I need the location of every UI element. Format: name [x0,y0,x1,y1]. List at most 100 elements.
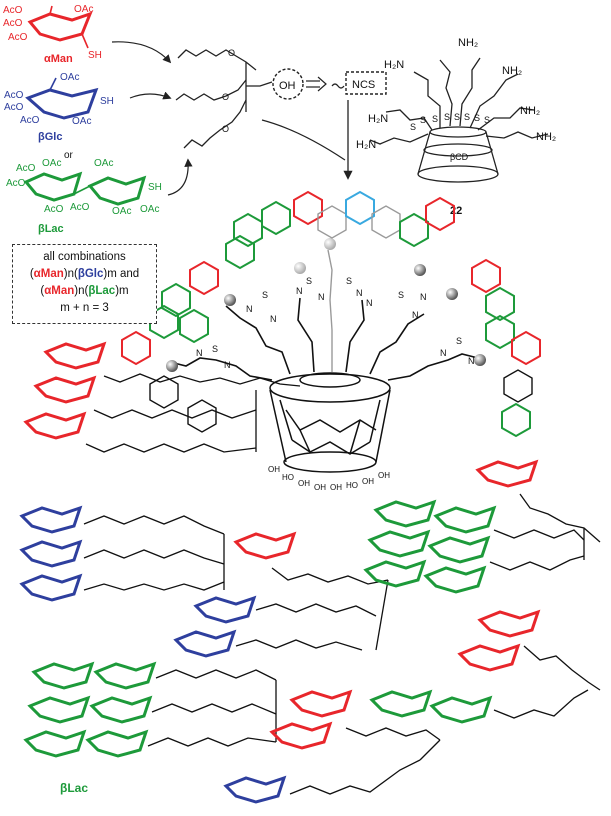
svg-text:S: S [432,114,438,124]
ncs-label: NCS [352,79,375,91]
glc-cluster [19,505,225,602]
svg-text:O: O [228,48,235,58]
combo-line-2: (αMan)n(βGlc)m and [29,268,140,280]
glc-group-2: AcO [4,90,24,101]
rim-oh-2: OH [298,479,310,488]
svg-text:S: S [262,290,268,300]
arrow-man [111,41,172,64]
combo-line-1: all combinations [43,251,126,263]
svg-text:O: O [222,92,229,102]
lac-group-2: OAc [42,158,61,169]
node-ball-3 [294,262,306,274]
combo-glc: βGlc [77,268,104,280]
lac-cluster-bottom: βLac [23,661,277,795]
mixed-cluster-center [173,531,389,658]
glc-group-3: AcO [4,102,24,113]
man-cluster [23,341,301,453]
beta-glc-label: βGlc [38,131,62,143]
svg-text:S: S [410,122,416,132]
glc-group-6: SH [100,96,114,107]
svg-text:S: S [464,112,470,122]
cd-core-label: βCD [450,152,469,162]
node-ball-1 [166,360,178,372]
amine-7: NH₂ [536,131,556,143]
amine-3: H₂N [356,139,376,151]
cd-amine-compound: S S S S S S S S H₂N H₂N H₂N NH₂ NH₂ NH₂ … [356,37,556,217]
beta-lac-reagent: AcO OAc AcO AcO OAc AcO OAc OAc SH βLac [6,158,162,235]
oh-label: OH [279,80,296,92]
compound-number: 22 [450,205,462,217]
svg-text:S: S [212,344,218,354]
or-label: or [64,150,74,161]
svg-text:S: S [420,115,426,125]
combo-man-1: αMan [33,268,64,280]
svg-text:N: N [296,286,303,296]
svg-text:S: S [474,113,480,123]
arrow-converge-left [261,119,346,161]
svg-text:S: S [346,276,352,286]
svg-text:S: S [456,336,462,346]
node-ball-5 [414,264,426,276]
rim-oh-6: OH [362,477,374,486]
rim-oh-4: OH [330,483,342,492]
svg-text:S: S [398,290,404,300]
combination-box: all combinations (αMan)n(βGlc)m and (αMa… [12,244,157,324]
ncs-group: NCS [331,71,387,95]
svg-text:S: S [484,115,490,125]
glc-group-1: OAc [60,72,79,83]
oh-group: OH [272,68,304,100]
retro-arrow [306,76,327,92]
node-ball-7 [474,354,486,366]
arrow-glc [129,91,172,100]
node-ball-2 [224,294,236,306]
svg-text:N: N [246,304,253,314]
glc-group-5: OAc [72,116,91,127]
amine-6: NH₂ [520,105,540,117]
man-group-2: AcO [3,18,23,29]
alpha-man-label: αMan [44,53,73,65]
rim-oh-5: HO [346,481,358,490]
amine-2: H₂N [368,113,388,125]
combo-man-2: αMan [44,285,75,297]
rim-oh-7: OH [378,471,390,480]
glc-group-4: AcO [20,115,40,126]
svg-text:N: N [356,288,363,298]
rim-oh-3: OH [314,483,326,492]
svg-text:S: S [454,112,460,122]
lac-group-3: AcO [6,178,26,189]
mixed-cluster-bottom [223,609,601,804]
triallyl-scaffold [175,49,273,149]
beta-lac-label: βLac [38,223,64,235]
lac-group-9: SH [148,182,162,193]
combo-line-3: (αMan)n(βLac)m [40,285,129,297]
lac-group-1: AcO [16,163,36,174]
svg-text:N: N [318,292,325,302]
svg-text:N: N [270,314,277,324]
lac-group-5: OAc [94,158,113,169]
svg-text:S: S [306,276,312,286]
lac-group-4: AcO [44,204,64,215]
man-group-3: AcO [8,32,28,43]
lac-group-8: OAc [140,204,159,215]
amine-5: NH₂ [502,65,522,77]
svg-text:N: N [468,356,475,366]
svg-text:N: N [196,348,203,358]
man-group-4: OAc [74,4,93,15]
svg-text:N: N [440,348,447,358]
svg-text:N: N [412,310,419,320]
combo-lac: βLac [88,285,116,297]
svg-text:N: N [420,292,427,302]
man-group-1: AcO [3,5,23,16]
svg-text:S: S [444,112,450,122]
amine-4: NH₂ [458,37,478,49]
svg-text:N: N [366,298,373,308]
combo-line-4: m + n = 3 [60,302,109,314]
alpha-man-reagent: AcO AcO AcO OAc SH αMan [3,4,102,65]
rim-oh-8: OH [268,465,280,474]
man-group-5: SH [88,50,102,61]
lac-group-6: AcO [70,202,90,213]
svg-text:N: N [224,360,231,370]
lac-cluster-right [363,459,601,594]
